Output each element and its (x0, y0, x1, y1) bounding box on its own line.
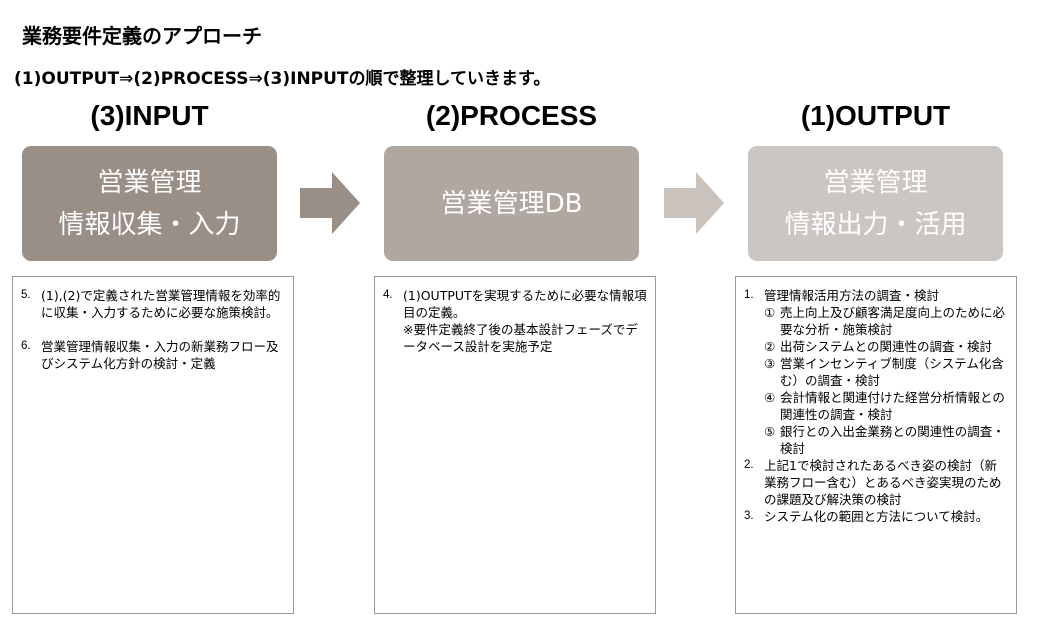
sub-item: ② 出荷システムとの関連性の調査・検討 (764, 338, 1008, 355)
stage-box-line: 営業管理 (97, 167, 202, 198)
stage-box-process: 営業管理DB (384, 146, 639, 261)
stage-box-line: 営業管理DB (440, 188, 583, 219)
item-number: 2. (744, 459, 754, 471)
stage-box-line: 情報出力・活用 (784, 209, 967, 240)
sub-item-text: 会計情報と関連付けた経営分析情報との関連性の調査・検討 (780, 390, 1005, 422)
item-text: (1)OUTPUTを実現するために必要な情報項目の定義。 (403, 288, 647, 320)
sub-item: ① 売上向上及び顧客満足度向上のために必要な分析・施策検討 (764, 304, 1008, 338)
detail-box-output: 1. 管理情報活用方法の調査・検討 ① 売上向上及び顧客満足度向上のために必要な… (735, 276, 1017, 614)
stage-box-output: 営業管理 情報出力・活用 (748, 146, 1003, 261)
heading-input: (3)INPUT (90, 100, 209, 131)
sub-item-text: 売上向上及び顧客満足度向上のために必要な分析・施策検討 (780, 305, 1006, 337)
sub-item-text: 出荷システムとの関連性の調査・検討 (780, 339, 993, 354)
stage-box-input: 営業管理 情報収集・入力 (22, 146, 277, 261)
sub-item-mark: ④ (764, 390, 776, 405)
stage-box-line: 情報収集・入力 (58, 209, 241, 240)
item-note: ※要件定義終了後の基本設計フェーズでデータベース設計を実施予定 (403, 322, 638, 354)
heading-output: (1)OUTPUT (800, 100, 951, 131)
heading-process: (2)PROCESS (425, 100, 598, 131)
sub-item-mark: ② (764, 339, 776, 354)
sub-item: ④ 会計情報と関連付けた経営分析情報との関連性の調査・検討 (764, 389, 1008, 423)
right-arrow-icon (664, 172, 724, 234)
sub-item-text: 銀行との入出金業務との関連性の調査・検討 (780, 424, 1005, 456)
list-item: 1. 管理情報活用方法の調査・検討 ① 売上向上及び顧客満足度向上のために必要な… (744, 287, 1008, 457)
page-subtitle: (1)OUTPUT⇒(2)PROCESS⇒(3)INPUTの順で整理していきます… (14, 69, 551, 89)
sub-item-mark: ③ (764, 356, 776, 371)
list-item: 3. システム化の範囲と方法について検討。 (744, 508, 1008, 525)
detail-box-input: 5. (1),(2)で定義された営業管理情報を効率的に収集・入力するために必要な… (12, 276, 294, 614)
item-text: 管理情報活用方法の調査・検討 (764, 288, 940, 303)
sub-item-mark: ① (764, 305, 776, 320)
item-number: 6. (21, 340, 31, 352)
item-text: (1),(2)で定義された営業管理情報を効率的に収集・入力するために必要な施策検… (41, 288, 281, 320)
list-item: 5. (1),(2)で定義された営業管理情報を効率的に収集・入力するために必要な… (21, 287, 285, 321)
sub-item-text: 営業インセンティブ制度（システム化含む）の調査・検討 (780, 356, 1004, 388)
list-item: 6. 営業管理情報収集・入力の新業務フロー及びシステム化方針の検討・定義 (21, 338, 285, 372)
right-arrow-icon (300, 172, 360, 234)
item-text: 上記1で検討されたあるべき姿の検討（新業務フロー含む）とあるべき姿実現のための課… (764, 458, 1002, 507)
stage-box-line: 営業管理 (823, 167, 928, 198)
sub-item-mark: ⑤ (764, 424, 776, 439)
item-text: 営業管理情報収集・入力の新業務フロー及びシステム化方針の検討・定義 (41, 339, 279, 371)
item-number: 4. (383, 289, 393, 301)
page-title: 業務要件定義のアプローチ (22, 24, 262, 48)
item-text: システム化の範囲と方法について検討。 (764, 509, 989, 524)
item-number: 5. (21, 289, 31, 301)
item-number: 3. (744, 510, 754, 522)
list-item: 2. 上記1で検討されたあるべき姿の検討（新業務フロー含む）とあるべき姿実現のた… (744, 457, 1008, 508)
detail-box-process: 4. (1)OUTPUTを実現するために必要な情報項目の定義。 ※要件定義終了後… (374, 276, 656, 614)
sub-item: ⑤ 銀行との入出金業務との関連性の調査・検討 (764, 423, 1008, 457)
item-number: 1. (744, 289, 754, 301)
list-item: 4. (1)OUTPUTを実現するために必要な情報項目の定義。 ※要件定義終了後… (383, 287, 647, 355)
sub-item: ③ 営業インセンティブ制度（システム化含む）の調査・検討 (764, 355, 1008, 389)
